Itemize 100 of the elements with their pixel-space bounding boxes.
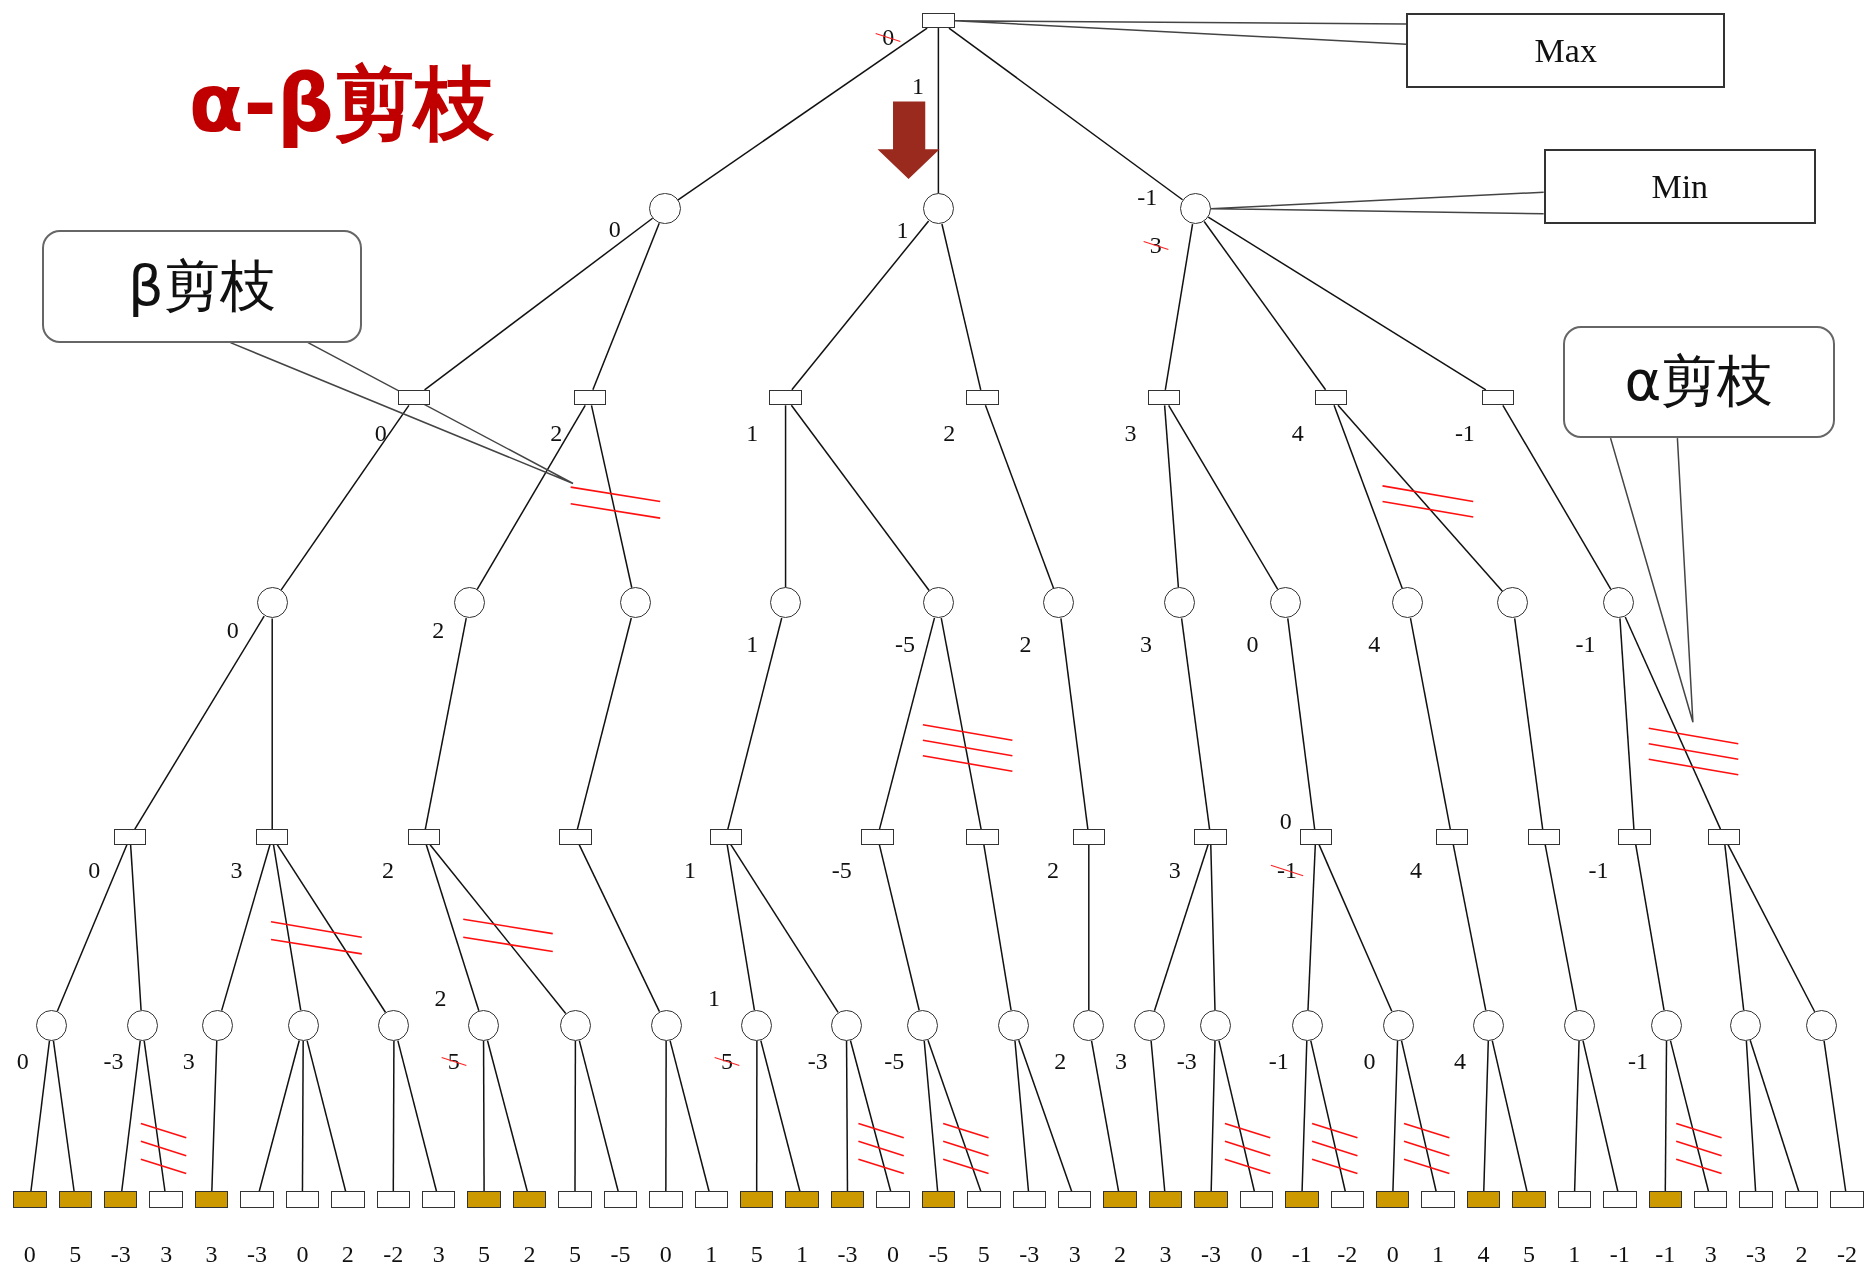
leaf-box <box>1693 1191 1728 1209</box>
leaf-box <box>285 1191 320 1209</box>
min-node-circle <box>1073 1010 1105 1042</box>
tree-edge <box>1724 843 1745 1011</box>
min-node-circle <box>1497 587 1529 619</box>
tree-edge <box>121 1040 141 1193</box>
tree-edge <box>143 1040 166 1193</box>
node-value: 2 <box>522 1241 537 1266</box>
min-node-circle <box>1603 587 1635 619</box>
leaf-box <box>967 1191 1001 1209</box>
min-node-circle <box>1382 1010 1414 1042</box>
tree-edge <box>1619 617 1635 830</box>
tree-edge <box>1337 404 1504 593</box>
node-value: -5 <box>830 858 853 883</box>
leaf-box <box>194 1191 229 1209</box>
max-node-box <box>966 829 999 845</box>
node-value: 3 <box>229 858 244 883</box>
min-node-circle <box>830 1010 862 1042</box>
tree-edge <box>482 1040 485 1193</box>
min-node-circle <box>1392 587 1424 619</box>
tree-edge <box>923 1040 939 1193</box>
min-node-circle <box>1043 587 1075 619</box>
tree-edge <box>306 1039 347 1193</box>
tree-edge <box>1409 617 1452 830</box>
node-value: -2 <box>1835 1241 1858 1266</box>
tree-edge <box>1544 843 1578 1012</box>
min-node-circle <box>1473 1010 1505 1042</box>
node-value: 0 <box>1385 1241 1400 1266</box>
leaf-box <box>1739 1191 1773 1209</box>
node-value: -1 <box>1574 631 1597 656</box>
tree-edge <box>665 1040 667 1193</box>
node-value: 3 <box>159 1241 174 1266</box>
callout-bubble: β剪枝 <box>41 230 362 343</box>
leaf-box <box>240 1191 274 1209</box>
node-value: 3 <box>1167 858 1182 883</box>
node-value: -3 <box>102 1049 125 1074</box>
tree-edge <box>423 217 654 391</box>
node-value: -3 <box>245 1241 268 1266</box>
tree-edge <box>1483 1040 1490 1193</box>
tree-edge <box>726 843 756 1011</box>
tree-edge <box>1669 1039 1710 1193</box>
tree-edge <box>590 404 633 589</box>
max-node-box <box>1527 829 1560 845</box>
tree-edge <box>1153 843 1209 1012</box>
tree-edge <box>1502 404 1612 591</box>
min-node-circle <box>35 1010 67 1042</box>
max-node-box <box>709 829 742 845</box>
leaf-box <box>1512 1191 1546 1209</box>
tree-edge <box>878 617 936 830</box>
tree-edge <box>1727 843 1816 1013</box>
node-value: 1 <box>745 421 760 446</box>
tree-edge <box>424 617 467 830</box>
node-value: -1 <box>1267 1049 1290 1074</box>
tree-edge <box>592 222 660 391</box>
tree-edge <box>791 220 930 391</box>
min-node-circle <box>287 1010 319 1042</box>
node-value: 0 <box>87 858 102 883</box>
node-value: 3 <box>431 1241 446 1266</box>
min-node-circle <box>1270 587 1302 619</box>
max-node-box <box>1147 389 1181 406</box>
tree-edge <box>1582 1039 1619 1193</box>
min-node-circle <box>650 1010 682 1042</box>
tree-edge <box>56 843 128 1012</box>
max-node-box <box>1072 829 1105 845</box>
min-node-circle <box>201 1010 233 1042</box>
tree-edge <box>1203 220 1327 391</box>
tree-edge <box>760 1039 801 1193</box>
max-node-box <box>861 829 894 845</box>
node-value: -1 <box>1290 1241 1313 1266</box>
node-value: 2 <box>1794 1241 1809 1266</box>
tree-edge <box>429 843 567 1015</box>
min-node-circle <box>998 1010 1030 1042</box>
tree-edge <box>1164 223 1194 391</box>
max-node-box <box>769 389 802 406</box>
min-node-circle <box>1179 193 1211 225</box>
tree-edge <box>1301 1040 1308 1193</box>
tree-edge <box>272 843 302 1011</box>
leaf-box <box>603 1191 638 1209</box>
tree-edge <box>280 404 410 591</box>
node-value: 0 <box>373 421 388 446</box>
title: α-β剪枝 <box>188 59 495 148</box>
tree-edge <box>1060 617 1089 830</box>
min-node-circle <box>1199 1010 1231 1042</box>
leaf-box <box>649 1191 683 1209</box>
min-node-circle <box>1134 1010 1166 1042</box>
node-value: 2 <box>1113 1241 1128 1266</box>
node-value: 5 <box>749 1241 764 1266</box>
tree-edge <box>1307 843 1317 1011</box>
tree-edge <box>1180 617 1211 830</box>
tree-edge <box>669 1039 710 1193</box>
leaf-box <box>1194 1191 1228 1209</box>
node-value: 5 <box>477 1241 492 1266</box>
node-value: -3 <box>1199 1241 1222 1266</box>
node-value: 3 <box>1067 1241 1082 1266</box>
min-node-circle <box>741 1010 773 1042</box>
node-value: 3 <box>1158 1241 1173 1266</box>
node-value: 1 <box>704 1241 719 1266</box>
tree-edge <box>1018 1039 1073 1193</box>
min-node-circle <box>1164 587 1196 619</box>
leaf-box <box>1784 1191 1819 1209</box>
